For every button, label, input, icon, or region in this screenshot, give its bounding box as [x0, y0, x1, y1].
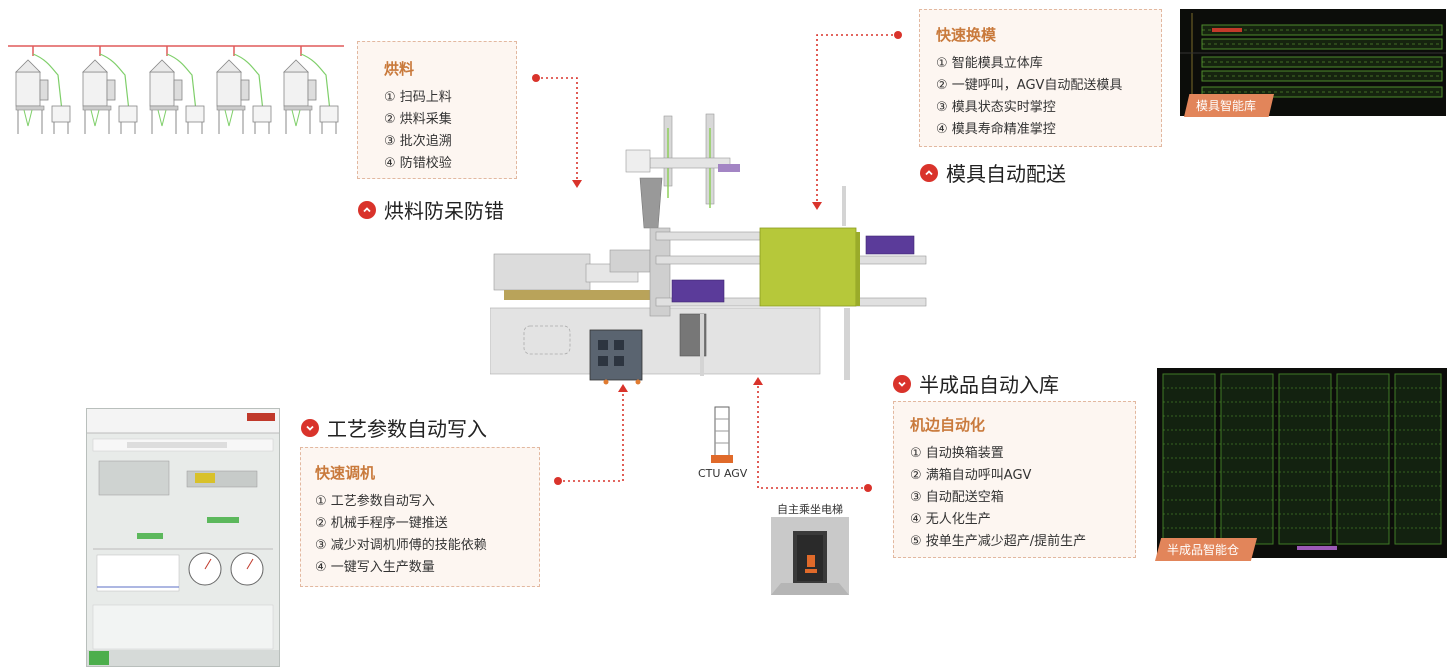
dryer-line-illustration	[8, 45, 344, 135]
hmi-screen-image	[86, 408, 280, 667]
ctu-agv-illustration	[711, 406, 733, 463]
chevron-down-icon	[301, 418, 319, 437]
tuning-card: 快速调机 ① 工艺参数自动写入 ② 机械手程序一键推送 ③ 减少对调机师傅的技能…	[300, 447, 540, 587]
heading-drying-text: 烘料防呆防错	[384, 199, 504, 223]
machine-side-card: 机边自动化 ① 自动换箱装置 ② 满箱自动呼叫AGV ③ 自动配送空箱 ④ 无人…	[893, 401, 1136, 558]
drying-card-list: ① 扫码上料 ② 烘料采集 ③ 批次追溯 ④ 防错校验	[384, 87, 516, 175]
list-item: ③ 模具状态实时掌控	[936, 100, 1056, 115]
elevator-label: 自主乘坐电梯	[777, 503, 843, 516]
heading-semi-storage: 半成品自动入库	[893, 369, 1059, 398]
list-item: ② 烘料采集	[384, 112, 452, 127]
list-item: ① 自动换箱装置	[910, 446, 1004, 461]
machine-side-card-list: ① 自动换箱装置 ② 满箱自动呼叫AGV ③ 自动配送空箱 ④ 无人化生产 ⑤ …	[910, 443, 1135, 553]
list-item: ① 智能模具立体库	[936, 56, 1043, 71]
mold-change-card-title: 快速换模	[936, 26, 997, 44]
list-item: ① 工艺参数自动写入	[315, 494, 435, 509]
list-item: ③ 批次追溯	[384, 134, 452, 149]
list-item: ④ 一键写入生产数量	[315, 560, 435, 575]
list-item: ① 扫码上料	[384, 90, 452, 105]
list-item: ③ 自动配送空箱	[910, 490, 1004, 505]
mold-change-card-list: ① 智能模具立体库 ② 一键呼叫，AGV自动配送模具 ③ 模具状态实时掌控 ④ …	[936, 53, 1161, 141]
list-item: ② 一键呼叫，AGV自动配送模具	[936, 78, 1123, 93]
semi-warehouse-image	[1157, 368, 1447, 558]
list-item: ② 满箱自动呼叫AGV	[910, 468, 1032, 483]
heading-params: 工艺参数自动写入	[301, 413, 487, 442]
tuning-card-list: ① 工艺参数自动写入 ② 机械手程序一键推送 ③ 减少对调机师傅的技能依赖 ④ …	[315, 491, 539, 579]
list-item: ④ 模具寿命精准掌控	[936, 122, 1056, 137]
heading-mold-delivery-text: 模具自动配送	[946, 162, 1066, 186]
mold-change-card: 快速换模 ① 智能模具立体库 ② 一键呼叫，AGV自动配送模具 ③ 模具状态实时…	[919, 9, 1162, 147]
heading-drying: 烘料防呆防错	[358, 195, 504, 224]
drying-card-title: 烘料	[384, 60, 415, 78]
injection-machine-illustration	[490, 113, 927, 385]
tuning-card-title: 快速调机	[315, 464, 376, 482]
mold-library-tag: 模具智能库	[1184, 94, 1275, 117]
elevator-illustration	[771, 517, 849, 595]
semi-warehouse-tag: 半成品智能仓	[1155, 538, 1258, 561]
chevron-up-icon	[920, 163, 938, 182]
list-item: ④ 无人化生产	[910, 512, 991, 527]
list-item: ⑤ 按单生产减少超产/提前生产	[910, 534, 1087, 549]
heading-mold-delivery: 模具自动配送	[920, 158, 1066, 187]
heading-semi-storage-text: 半成品自动入库	[919, 373, 1059, 397]
list-item: ② 机械手程序一键推送	[315, 516, 448, 531]
machine-side-card-title: 机边自动化	[910, 416, 986, 434]
heading-params-text: 工艺参数自动写入	[327, 417, 487, 441]
chevron-down-icon	[893, 374, 911, 393]
chevron-up-icon	[358, 200, 376, 219]
ctu-agv-label: CTU AGV	[698, 467, 748, 480]
drying-card: 烘料 ① 扫码上料 ② 烘料采集 ③ 批次追溯 ④ 防错校验	[357, 41, 517, 179]
list-item: ③ 减少对调机师傅的技能依赖	[315, 538, 487, 553]
list-item: ④ 防错校验	[384, 156, 452, 171]
